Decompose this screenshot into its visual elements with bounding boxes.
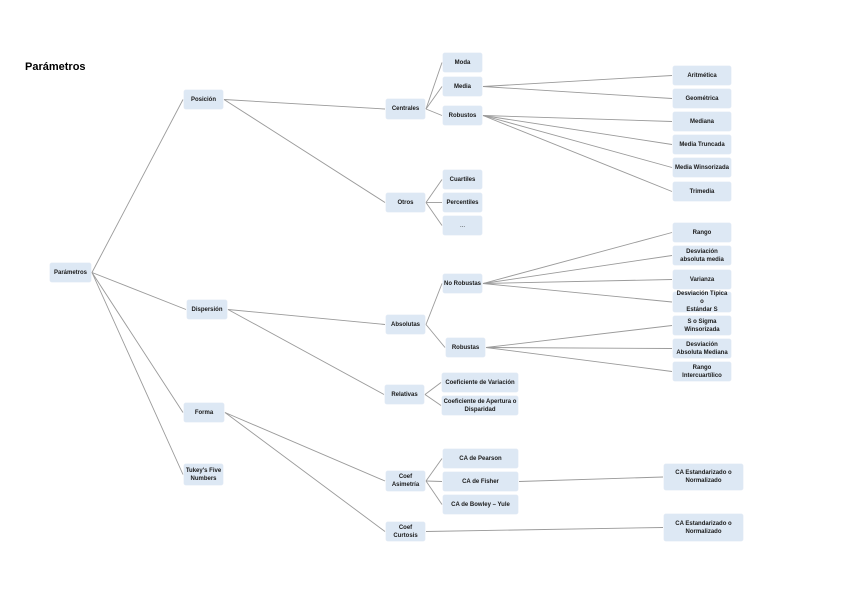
connector-coef_asimetria-ca_bowley [425,480,443,505]
connector-dispersion-absolutas [227,309,386,325]
page-title: Parámetros [25,61,86,73]
connector-otros-cuartiles [425,179,443,203]
node-coeficiente-variacion[interactable]: Coeficiente de Variación [442,373,518,392]
connector-absolutas-robustas [425,324,446,348]
node-tukey-five-numbers[interactable]: Tukey's Five Numbers [184,464,223,485]
node-centrales[interactable]: Centrales [386,99,425,119]
node-no-robustas[interactable]: No Robustas [443,274,482,293]
connector-centrales-robustos [425,108,443,116]
node-absolutas[interactable]: Absolutas [386,315,425,334]
node-media[interactable]: Media [443,77,482,96]
connector-media-geometrica [482,86,673,99]
connector-posicion-otros [223,99,386,203]
node-forma[interactable]: Forma [184,403,224,422]
connector-robustos-trimedia [482,115,673,192]
connector-forma-coef_asimetria [224,412,386,482]
node-desviacion-absoluta-mediana[interactable]: Desviación Absoluta Mediana [673,339,731,358]
connector-ca_fisher-ca_estandarizado_1 [518,476,664,482]
node-rango-intercuartilico[interactable]: Rango Intercuartílico [673,362,731,381]
connector-no_robustas-varianza [482,279,673,284]
node-ca-estandarizado-fisher[interactable]: CA Estandarizado o Normalizado [664,464,743,490]
connector-root-dispersion [91,272,187,310]
node-mediana[interactable]: Mediana [673,112,731,131]
connector-no_robustas-desv_tipica [482,283,673,303]
connector-centrales-moda [425,62,443,110]
connector-no_robustas-rango [482,232,673,284]
connector-media-aritmetica [482,75,673,87]
connector-forma-coef_curtosis [224,412,386,532]
connector-absolutas-no_robustas [425,283,443,325]
connector-robustas-s_sigma [485,325,673,348]
node-ca-pearson[interactable]: CA de Pearson [443,449,518,468]
node-desviacion-absoluta-media[interactable]: Desviación absoluta media [673,246,731,265]
node-posicion[interactable]: Posición [184,90,223,109]
connector-root-posicion [91,99,184,273]
node-otros[interactable]: Otros [386,193,425,212]
node-coeficiente-apertura[interactable]: Coeficiente de Apertura o Disparidad [442,396,518,415]
connector-root-tukey [91,272,184,475]
node-coef-asimetria[interactable]: Coef Asimetría [386,471,425,491]
connector-relativas-coef_variacion [424,382,442,395]
node-robustos[interactable]: Robustos [443,106,482,125]
node-robustas[interactable]: Robustas [446,338,485,357]
node-desviacion-tipica[interactable]: Desviación Típica o Estándar S [673,291,731,313]
node-dispersion[interactable]: Dispersión [187,300,227,319]
node-coef-curtosis[interactable]: Coef Curtosis [386,522,425,541]
connector-robustos-mediana [482,115,673,122]
node-rango[interactable]: Rango [673,223,731,242]
connector-root-forma [91,272,184,413]
node-ca-fisher[interactable]: CA de Fisher [443,472,518,491]
node-varianza[interactable]: Varianza [673,270,731,289]
node-moda[interactable]: Moda [443,53,482,72]
connector-robustas-desv_abs_mediana [485,347,673,349]
node-media-truncada[interactable]: Media Truncada [673,135,731,154]
node-media-winsorizada[interactable]: Media Winsorizada [673,158,731,177]
connector-relativas-coef_apertura [424,394,442,406]
connector-posicion-centrales [223,99,386,110]
node-relativas[interactable]: Relativas [385,385,424,404]
connector-robustos-media_truncada [482,115,673,145]
node-geometrica[interactable]: Geométrica [673,89,731,108]
node-ca-bowley-yule[interactable]: CA de Bowley – Yule [443,495,518,514]
node-s-sigma-winsorizada[interactable]: S o Sigma Winsorizada [673,316,731,335]
node-ca-estandarizado-curtosis[interactable]: CA Estandarizado o Normalizado [664,514,743,541]
connector-coef_asimetria-ca_pearson [425,458,443,482]
node-cuartiles[interactable]: Cuartiles [443,170,482,189]
connector-no_robustas-desv_abs_media [482,255,673,284]
node-parametros[interactable]: Parámetros [50,263,91,282]
connector-centrales-media [425,86,443,110]
connector-coef_asimetria-ca_fisher [425,480,443,482]
node-trimedia[interactable]: Trimedia [673,182,731,201]
connector-coef_curtosis-ca_estandarizado_2 [425,527,664,532]
connector-otros-etc [425,202,443,226]
node-aritmetica[interactable]: Aritmética [673,66,731,85]
node-percentiles[interactable]: Percentiles [443,193,482,212]
connector-robustas-rango_iq [485,347,673,372]
connector-dispersion-relativas [227,309,385,395]
node-ellipsis[interactable]: ... [443,216,482,235]
connector-robustos-media_winsorizada [482,115,673,168]
